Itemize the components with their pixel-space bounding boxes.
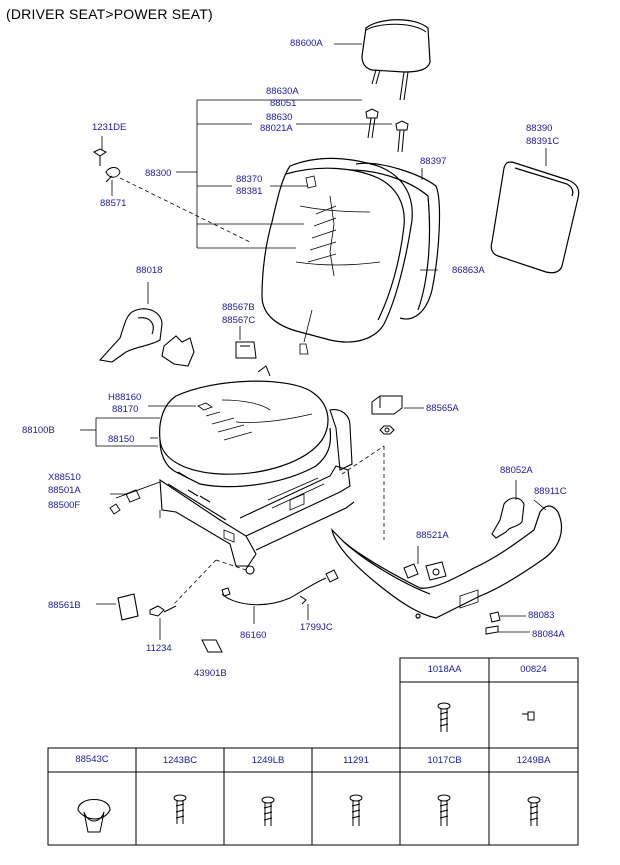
label-H88160: H88160 xyxy=(108,392,142,403)
label-88521A: 88521A xyxy=(416,530,449,541)
label-88571: 88571 xyxy=(100,198,127,209)
bolt-1231DE-drawing xyxy=(93,136,251,243)
label-88051: 88051 xyxy=(270,98,297,109)
label-88021A: 88021A xyxy=(260,123,293,134)
bracket-88565A-drawing xyxy=(371,395,424,435)
label-43901B: 43901B xyxy=(194,668,227,679)
label-88084A: 88084A xyxy=(532,629,565,640)
table-header-88543C: 88543C xyxy=(75,754,109,765)
label-88300: 88300 xyxy=(145,168,172,179)
cover-88561B-drawing xyxy=(96,593,177,640)
label-11234: 11234 xyxy=(146,643,172,654)
recliner-cover-drawing xyxy=(98,282,195,367)
label-X88510: X88510 xyxy=(48,472,81,483)
label-88567B: 88567B xyxy=(222,302,255,313)
label-88381: 88381 xyxy=(236,186,263,197)
diagram-title: (DRIVER SEAT>POWER SEAT) xyxy=(6,6,213,22)
wire-harness-drawing xyxy=(173,559,339,624)
label-1231DE: 1231DE xyxy=(92,122,127,133)
recliner-cover-right-drawing xyxy=(491,480,525,539)
label-88911C: 88911C xyxy=(534,486,567,497)
label-88567C: 88567C xyxy=(222,315,256,326)
leader-88300 xyxy=(176,99,392,249)
headrest-guides-drawing xyxy=(365,108,409,153)
label-88390: 88390 xyxy=(526,123,553,134)
label-88100B: 88100B xyxy=(22,425,55,436)
seat-back-drawing xyxy=(261,157,441,355)
label-88630A: 88630A xyxy=(266,86,299,97)
label-88630: 88630 xyxy=(266,112,293,123)
fastener-table-grid xyxy=(47,657,579,846)
table-header-1018AA: 1018AA xyxy=(427,664,462,675)
label-88600A: 88600A xyxy=(290,38,323,49)
table-header-11291: 11291 xyxy=(343,755,369,766)
switch-88521A-drawing xyxy=(403,546,447,581)
label-88397: 88397 xyxy=(420,156,447,167)
label-88370: 88370 xyxy=(236,174,263,185)
table-header-1243BC: 1243BC xyxy=(162,755,198,766)
table-header-1249BA: 1249BA xyxy=(516,755,551,766)
table-header-00824: 00824 xyxy=(520,664,547,675)
table-screw-icons xyxy=(77,702,541,833)
label-88391C: 88391C xyxy=(526,136,560,147)
side-shield-drawing xyxy=(330,499,563,619)
table-header-1017CB: 1017CB xyxy=(427,755,462,766)
label-88565A: 88565A xyxy=(426,403,459,414)
headrest-drawing xyxy=(361,19,431,101)
clip-88083-drawing xyxy=(485,611,530,635)
back-board-drawing xyxy=(490,161,580,274)
label-88018: 88018 xyxy=(136,265,163,276)
label-88561B: 88561B xyxy=(48,600,81,611)
label-88083: 88083 xyxy=(528,610,555,621)
label-1799JC: 1799JC xyxy=(300,622,333,633)
label-86160: 86160 xyxy=(240,630,267,641)
label-86863A: 86863A xyxy=(452,265,485,276)
table-header-1249LB: 1249LB xyxy=(251,755,285,766)
label-88501A: 88501A xyxy=(48,485,81,496)
label-88170: 88170 xyxy=(112,404,139,415)
clip-88567-drawing xyxy=(235,326,271,377)
seat-cushion-drawing xyxy=(159,380,332,488)
label-88500F: 88500F xyxy=(48,500,81,511)
label-88150: 88150 xyxy=(108,434,135,445)
pad-43901B-drawing xyxy=(201,639,223,653)
label-88052A: 88052A xyxy=(500,465,533,476)
leader-88100B xyxy=(80,417,160,447)
